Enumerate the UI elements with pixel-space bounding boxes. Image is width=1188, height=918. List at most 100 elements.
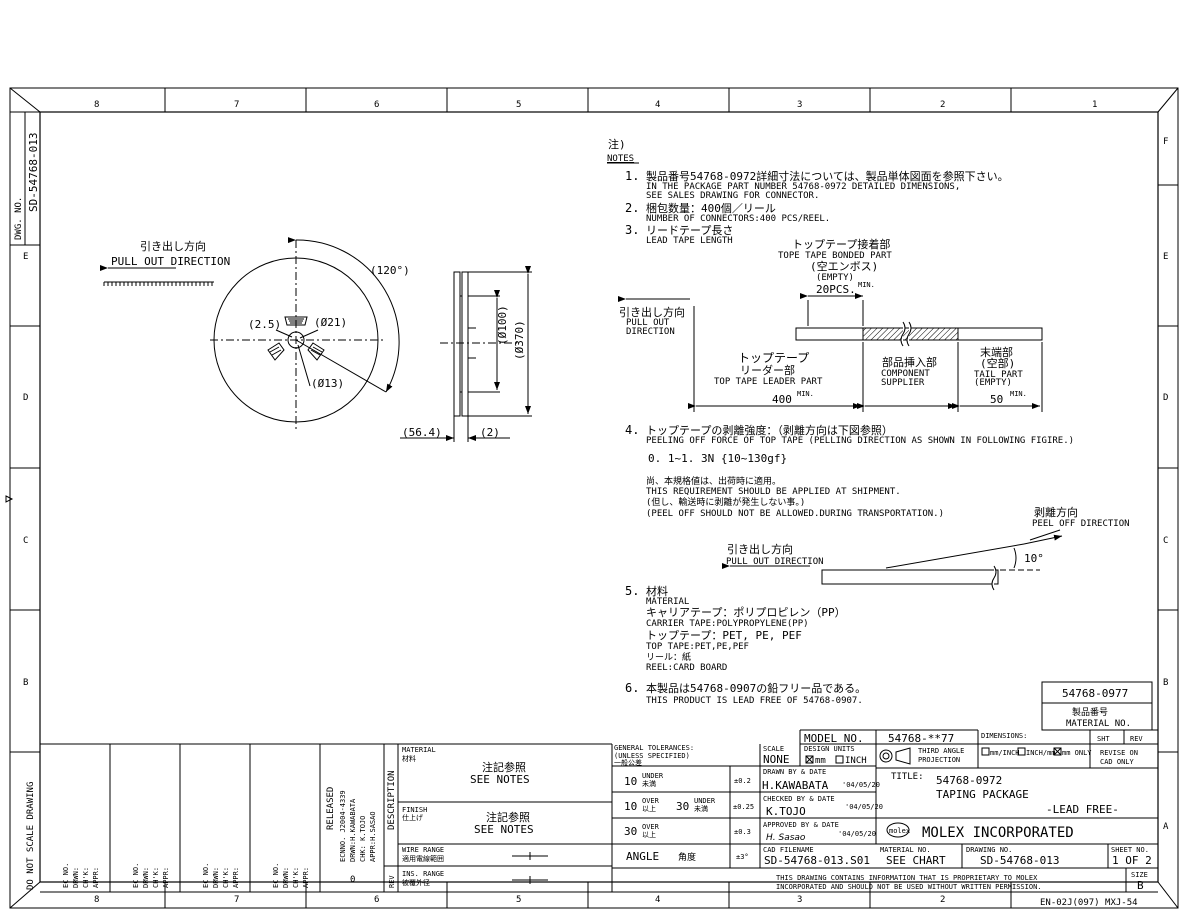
tape-comp-en2: SUPPLIER <box>881 378 925 388</box>
rev3-drwn: DRWN: <box>212 867 220 888</box>
rev3-chk: CH'K: <box>222 867 230 888</box>
note4-note2-jp: (但し、輸送時に剥離が発生しない事。) <box>646 496 805 508</box>
note6-jp: 本製品は54768-0907の鉛フリー品である。 <box>646 681 866 695</box>
released-label: RELEASED <box>326 787 336 830</box>
company-name: MOLEX INCORPORATED <box>922 825 1074 841</box>
dim-mm-inch-checkbox <box>981 747 990 756</box>
left-row-b: B <box>23 678 28 688</box>
rev4-drwn: DRWN: <box>282 867 290 888</box>
note4-note-jp: 尚、本規格値は、出荷時に適用。 <box>646 475 781 487</box>
right-row-c: C <box>1163 536 1168 546</box>
dim-inch-mm-checkbox <box>1017 747 1026 756</box>
title-label: TITLE: <box>891 772 924 782</box>
drawn-date: '04/05/20 <box>842 781 880 789</box>
dim-inch-mm: INCH/mm <box>1026 749 1056 757</box>
dimensions-label: DIMENSIONS: <box>981 732 1027 740</box>
peel-pull-jp: 引き出し方向 <box>727 542 793 556</box>
tape-pull-en2: DIRECTION <box>626 327 675 337</box>
top-col-3: 3 <box>797 100 802 110</box>
part-no-label-jp: 製品番号 <box>1072 706 1108 718</box>
dim-mm-only: mm ONLY <box>1062 749 1092 757</box>
rev2-chk: CH'K: <box>152 867 160 888</box>
note2-jp: 梱包数量：400個／リール <box>646 201 776 215</box>
proprietary-1: THIS DRAWING CONTAINS INFORMATION THAT I… <box>776 874 1038 882</box>
note1-jp: 製品番号54768-0972詳細寸法については、製品単体図面を参照下さい。 <box>646 169 1009 183</box>
peel-diagram <box>722 529 1063 591</box>
part-no-label-en: MATERIAL NO. <box>1066 719 1131 729</box>
bottom-col-5: 5 <box>516 895 521 905</box>
tape-leader-jp2: リーダー部 <box>740 363 795 377</box>
note5-carrier-en: CARRIER TAPE:POLYPROPYLENE(PP) <box>646 619 809 629</box>
material-label-jp: 材料 <box>402 754 416 763</box>
note5-top-en: TOP TAPE:PET,PE,PEF <box>646 642 749 652</box>
unit-mm: mm <box>815 756 826 766</box>
tol-r2-c: 以上 <box>642 804 656 813</box>
top-col-6: 6 <box>374 100 379 110</box>
unit-inch: INCH <box>845 756 867 766</box>
reel-dim-370: (Ø370) <box>513 320 526 360</box>
scale-value: NONE <box>763 753 790 766</box>
tape-len-50: 50 <box>990 393 1003 406</box>
rev1-appr: APPR: <box>92 867 100 888</box>
note3-jp: リードテープ長さ <box>646 224 733 237</box>
ins-range-jp: 被覆外径 <box>402 878 430 887</box>
tape-min2: MIN. <box>797 390 814 398</box>
note6-en: THIS PRODUCT IS LEAD FREE OF 54768-0907. <box>646 696 863 706</box>
tape-diagram-labels: トップテープ接着部 TOPE TAPE BONDED PART (空エンボス) … <box>619 237 1027 406</box>
tolerance-block: GENERAL TOLERANCES: (UNLESS SPECIFIED) 一… <box>614 744 754 863</box>
note4-value: 0. 1~1. 3N {10~130gf} <box>648 452 787 465</box>
notes-header-en: NOTES <box>607 154 634 164</box>
note5-top-jp: トップテープ：PET, PE, PEF <box>646 629 802 642</box>
material-value-en: SEE NOTES <box>470 773 530 786</box>
model-label: MODEL NO. <box>804 732 864 745</box>
top-col-8: 8 <box>94 100 99 110</box>
reel-dim-21: (Ø21) <box>314 316 347 329</box>
tol-r3-c: 以上 <box>642 830 656 839</box>
bottom-col-3: 3 <box>797 895 802 905</box>
finish-label-jp: 仕上げ <box>402 813 423 822</box>
tape-diagram <box>618 293 1043 412</box>
left-row-e: E <box>23 252 28 262</box>
tape-pull-en1: PULL OUT <box>626 318 670 328</box>
dim-mm-inch: mm/INCH <box>990 749 1020 757</box>
reel-dim-13: (Ø13) <box>311 377 344 390</box>
tape-tail-empty: (EMPTY) <box>974 378 1012 388</box>
tape-tail-jp2: (空部) <box>980 356 1015 370</box>
bottom-col-4: 4 <box>655 895 660 905</box>
unit-inch-checkbox <box>835 755 844 764</box>
tol-title3: 一般公差 <box>614 758 642 767</box>
sht-label: SHT <box>1097 735 1110 743</box>
material-label-en: MATERIAL <box>402 746 436 754</box>
tol-r3-v: ±0.3 <box>734 828 751 836</box>
rev1-drwn: DRWN: <box>72 867 80 888</box>
tape-pull-jp: 引き出し方向 <box>619 305 685 319</box>
rev1-ec-no: EC NO. <box>62 863 70 888</box>
note4-en: PEELING OFF FORCE OF TOP TAPE (PELLING D… <box>646 436 1074 446</box>
note4-num: 4. <box>625 423 639 437</box>
tape-bonded-en: TOPE TAPE BONDED PART <box>778 251 892 261</box>
rev1-chk: CH'K: <box>82 867 90 888</box>
tol-r3-b: OVER <box>642 823 660 831</box>
right-row-d: D <box>1163 393 1168 403</box>
top-col-2: 2 <box>940 100 945 110</box>
note2-en: NUMBER OF CONNECTORS:400 PCS/REEL. <box>646 214 830 224</box>
rev-label-top: REV <box>1130 735 1143 743</box>
revise-2: CAD ONLY <box>1100 758 1135 766</box>
left-triangle-marker <box>5 495 14 503</box>
projection-symbol-circle <box>879 749 893 763</box>
left-row-c: C <box>23 536 28 546</box>
approved-date: '04/05/20 <box>838 830 876 838</box>
tape-tail-jp1: 末端部 <box>980 345 1013 359</box>
footer-code: EN-02J(097) MXJ-54 <box>1040 898 1138 908</box>
approval-block: SCALE NONE DRAWN BY & DATE H.KAWABATA '0… <box>762 732 1152 892</box>
note3-num: 3. <box>625 223 639 237</box>
bottom-col-7: 7 <box>234 895 239 905</box>
material-finish-block: MATERIAL 材料 注記参照 SEE NOTES FINISH 仕上げ 注記… <box>402 746 534 887</box>
ins-range-en: INS. RANGE <box>402 870 444 878</box>
top-col-4: 4 <box>655 100 660 110</box>
note5-jp: 材料 <box>646 584 668 598</box>
tol-r2-v: ±0.25 <box>733 803 754 811</box>
rev4-chk: CH'K: <box>292 867 300 888</box>
third-angle-1: THIRD ANGLE <box>918 747 964 755</box>
